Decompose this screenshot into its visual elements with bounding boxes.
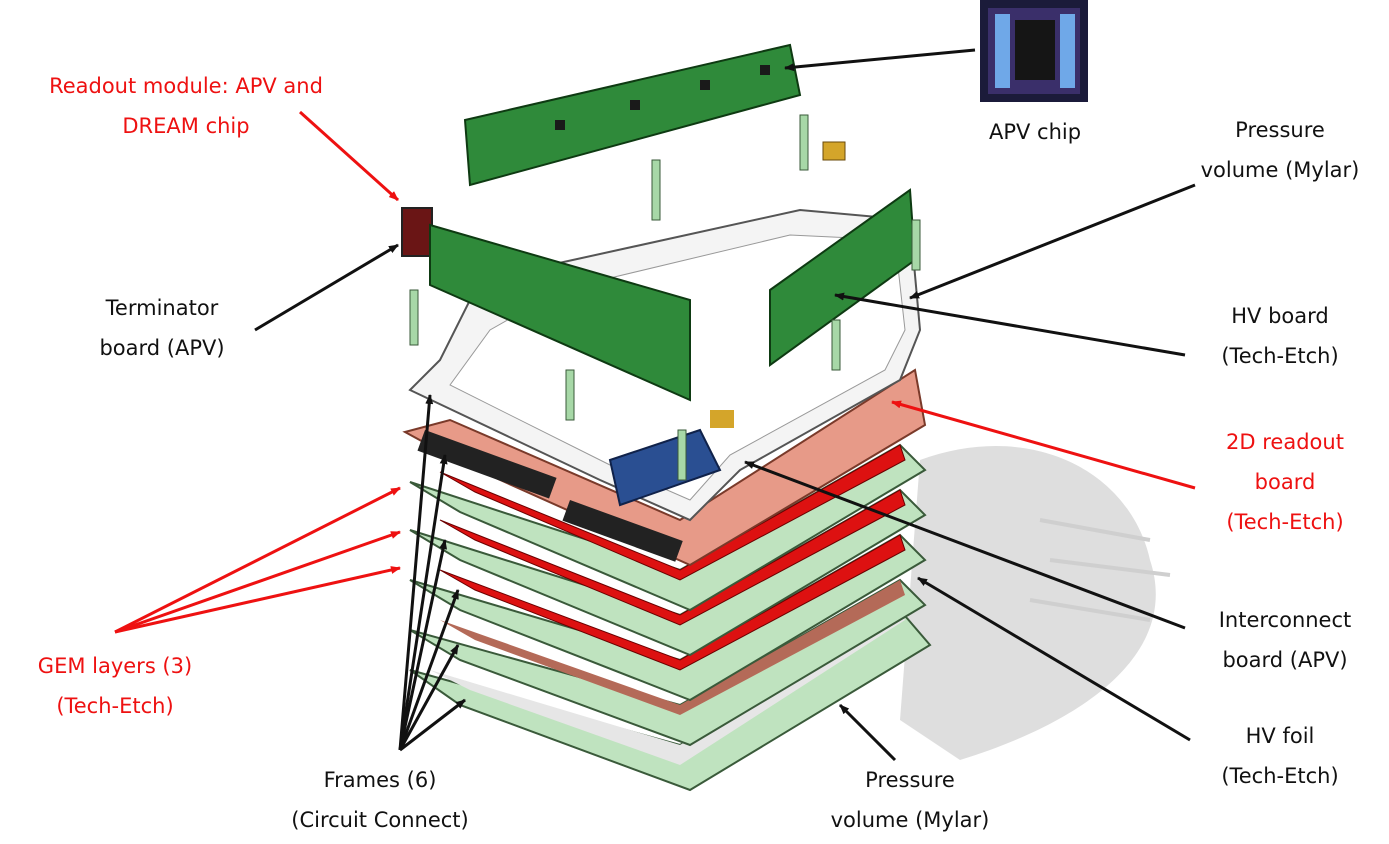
label-hv-board-line2: (Tech-Etch) — [1221, 344, 1339, 368]
label-2d-readout-line3: (Tech-Etch) — [1226, 510, 1344, 534]
red-arrows — [114, 110, 1196, 634]
arrow-frame-4 — [398, 589, 460, 751]
arrow-frame-3 — [398, 539, 448, 751]
label-apv-chip: APV chip — [960, 112, 1110, 152]
label-frames: Frames (6) (Circuit Connect) — [265, 760, 495, 840]
label-pressure-bottom: Pressure volume (Mylar) — [810, 760, 1010, 840]
label-interconnect: Interconnect board (APV) — [1195, 600, 1375, 680]
apv-board-top — [463, 43, 802, 187]
label-pressure-bottom-line1: Pressure — [865, 768, 955, 792]
label-gem-layers-line2: (Tech-Etch) — [56, 694, 174, 718]
arrow-pressure-bottom — [838, 703, 897, 762]
arrow-frame-5 — [398, 644, 460, 751]
label-hv-board-line1: HV board — [1231, 304, 1329, 328]
label-pressure-top: Pressure volume (Mylar) — [1185, 110, 1375, 190]
arrow-2d-readout — [891, 400, 1196, 490]
interconnect-board — [608, 410, 734, 507]
label-2d-readout-line1: 2D readout — [1226, 430, 1344, 454]
arrow-terminator — [254, 243, 399, 332]
label-pressure-top-line1: Pressure — [1235, 118, 1325, 142]
arrow-interconnect — [744, 460, 1186, 630]
arrow-gem-1 — [114, 486, 401, 634]
arrow-gem-2 — [114, 530, 401, 634]
label-pressure-top-line2: volume (Mylar) — [1200, 158, 1360, 182]
label-terminator-line1: Terminator — [105, 296, 219, 320]
arrow-readout-module — [298, 110, 400, 202]
label-hv-foil-line1: HV foil — [1245, 724, 1315, 748]
arrow-gem-3 — [114, 566, 401, 634]
arrow-frame-1 — [398, 394, 434, 751]
label-2d-readout-line2: board — [1254, 470, 1316, 494]
label-gem-layers: GEM layers (3) (Tech-Etch) — [10, 646, 220, 726]
arrow-frame-2 — [398, 454, 448, 751]
label-interconnect-line1: Interconnect — [1218, 608, 1352, 632]
arrow-frame-6 — [399, 698, 466, 752]
arrow-pressure-top — [909, 183, 1196, 300]
frame-stack — [402, 368, 927, 747]
label-apv-chip-line1: APV chip — [988, 120, 1082, 144]
label-interconnect-line2: board (APV) — [1222, 648, 1348, 672]
label-readout-module-line2: DREAM chip — [122, 114, 250, 138]
label-hv-foil-line2: (Tech-Etch) — [1221, 764, 1339, 788]
shadow-streaks — [1029, 518, 1171, 622]
label-readout-module-line1: Readout module: APV and — [49, 74, 323, 98]
label-readout-module: Readout module: APV and DREAM chip — [26, 66, 346, 146]
gold-connector — [822, 141, 846, 161]
label-2d-readout: 2D readout board (Tech-Etch) — [1200, 422, 1370, 542]
apv-chip-image — [980, 0, 1088, 102]
black-arrows — [254, 48, 1196, 762]
arrow-hv-foil — [917, 576, 1191, 742]
arrow-hv-board — [834, 292, 1186, 357]
arrow-apv-chip — [784, 48, 976, 72]
label-hv-board: HV board (Tech-Etch) — [1195, 296, 1365, 376]
label-gem-layers-line1: GEM layers (3) — [37, 654, 193, 678]
mounting-posts — [409, 114, 921, 481]
terminator-board — [401, 207, 433, 257]
label-frames-line2: (Circuit Connect) — [291, 808, 469, 832]
label-pressure-bottom-line2: volume (Mylar) — [830, 808, 990, 832]
label-terminator-line2: board (APV) — [99, 336, 225, 360]
label-terminator: Terminator board (APV) — [72, 288, 252, 368]
label-frames-line1: Frames (6) — [323, 768, 437, 792]
label-hv-foil: HV foil (Tech-Etch) — [1195, 716, 1365, 796]
